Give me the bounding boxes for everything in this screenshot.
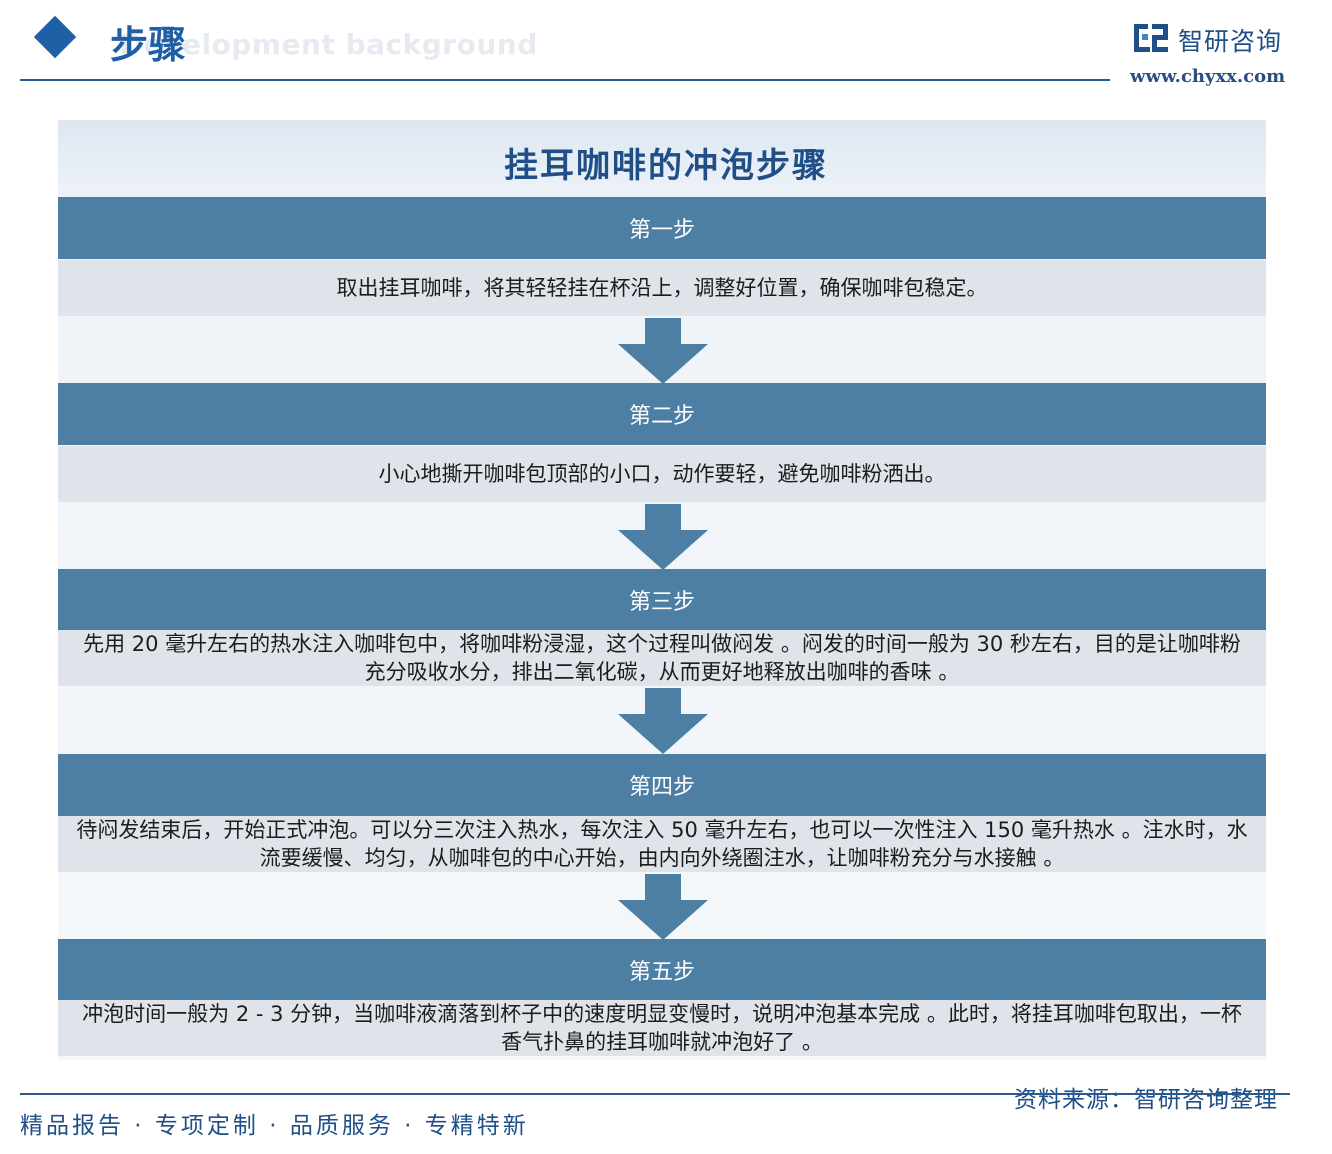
brand-url: www.chyxx.com <box>1130 66 1286 87</box>
down-arrow-icon <box>618 874 708 940</box>
step-4-header: 第四步 <box>58 754 1266 816</box>
step-3-text: 先用 20 毫升左右的热水注入咖啡包中，将咖啡粉浸湿，这个过程叫做闷发 。闷发的… <box>58 630 1266 686</box>
source-note: 资料来源：智研咨询整理 <box>1014 1087 1278 1113</box>
step-2-header: 第二步 <box>58 383 1266 445</box>
step-5-header: 第五步 <box>58 939 1266 1001</box>
brand-logo-icon <box>1134 24 1168 52</box>
step-1-text: 取出挂耳咖啡，将其轻轻挂在杯沿上，调整好位置，确保咖啡包稳定。 <box>58 260 1266 316</box>
header: Development background 步骤 智研咨询 www.chyxx… <box>0 0 1332 90</box>
down-arrow-icon <box>618 318 708 384</box>
header-subtitle: Development background <box>120 28 538 61</box>
brand-name: 智研咨询 <box>1178 27 1283 56</box>
footer-divider <box>20 1093 1290 1095</box>
page-title: 步骤 <box>110 22 187 67</box>
header-divider <box>20 79 1110 81</box>
step-1-header: 第一步 <box>58 197 1266 259</box>
step-5-text: 冲泡时间一般为 2 - 3 分钟，当咖啡液滴落到杯子中的速度明显变慢时，说明冲泡… <box>58 1000 1266 1056</box>
step-4-text: 待闷发结束后，开始正式冲泡。可以分三次注入热水，每次注入 50 毫升左右，也可以… <box>58 816 1266 872</box>
footer-tagline: 精品报告 · 专项定制 · 品质服务 · 专精特新 <box>20 1113 529 1139</box>
step-2-text: 小心地撕开咖啡包顶部的小口，动作要轻，避免咖啡粉洒出。 <box>58 446 1266 502</box>
down-arrow-icon <box>618 504 708 570</box>
diamond-icon <box>33 15 77 59</box>
step-3-header: 第三步 <box>58 569 1266 631</box>
down-arrow-icon <box>618 688 708 754</box>
flowchart-title: 挂耳咖啡的冲泡步骤 <box>504 146 828 186</box>
